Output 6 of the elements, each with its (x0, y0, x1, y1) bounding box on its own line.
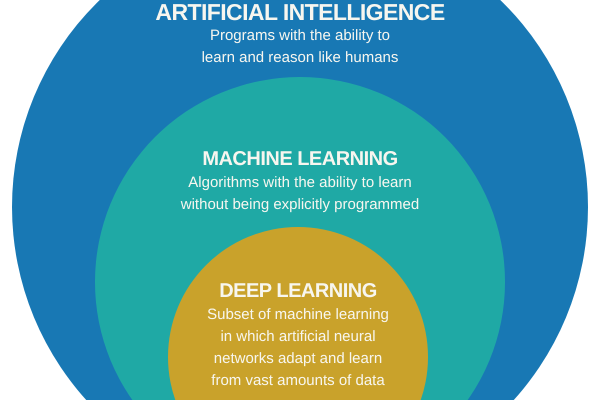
circle-heading: ARTIFICIAL INTELLIGENCE (155, 0, 445, 25)
circle-description: Algorithms with the ability to learn without being explicitly programmed (180, 173, 420, 215)
circle-description: Subset of machine learning in which artificial neural networks adapt and learn from vast amounts of data (206, 305, 390, 391)
circle-heading: DEEP LEARNING (219, 279, 377, 304)
circle-heading: MACHINE LEARNING (202, 147, 398, 172)
circle-description: Programs with the ability to learn and reason like humans (201, 26, 399, 68)
